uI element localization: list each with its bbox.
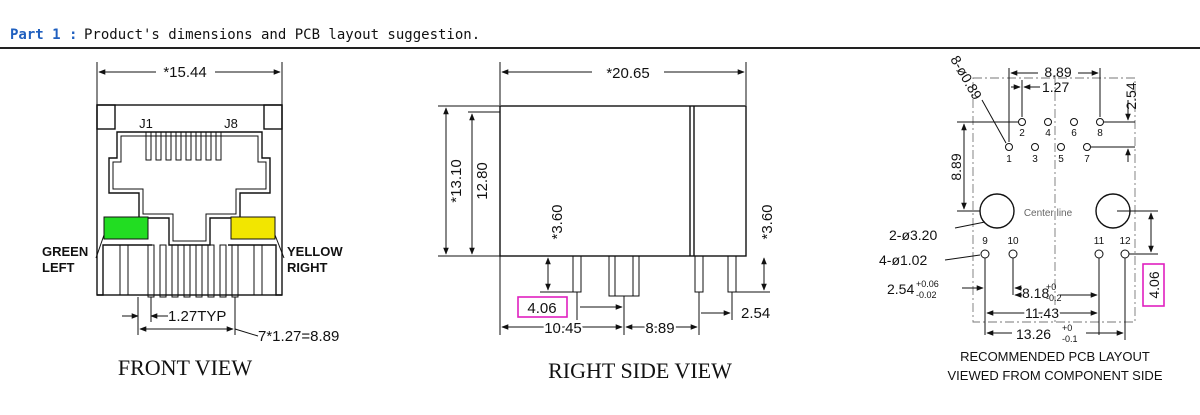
led-left-position: LEFT (42, 260, 75, 275)
pcb-top-pitch: 1.27 (1042, 79, 1069, 95)
corner-tab (263, 104, 283, 130)
jack-side-body (499, 105, 747, 257)
side-height-inner: 12.80 (474, 162, 491, 200)
leader-line (234, 328, 259, 337)
front-width-dim: *15.44 (163, 64, 206, 81)
side-boxed-dim: 4.06 (527, 300, 556, 317)
front-view: *15.44 J1 J8 (42, 62, 343, 380)
dim-8-89: 8.89 (645, 320, 674, 337)
pcb-caption-line1: RECOMMENDED PCB LAYOUT (960, 349, 1150, 364)
led-right-label: YELLOW (287, 244, 343, 259)
pcb-left-height: 8.89 (948, 153, 964, 180)
dim-10-45: 10.45 (544, 320, 582, 337)
pin-4: 4 (1045, 128, 1051, 139)
part-label: Part 1 : (10, 27, 78, 43)
center-line-label: Center line (1024, 208, 1073, 219)
pin-12: 12 (1119, 236, 1131, 247)
shield-hole (1008, 249, 1018, 259)
dim-13-26: 13.26 (1016, 326, 1051, 342)
page-header: Part 1 : Product's dimensions and PCB la… (0, 0, 1200, 50)
page-title: Product's dimensions and PCB layout sugg… (84, 27, 481, 43)
header-divider (0, 47, 1200, 49)
dim-2-54: 2.54 (741, 305, 770, 322)
leader-line (944, 254, 981, 261)
pin-len-left: *3.60 (549, 204, 566, 239)
highlight-box (1142, 263, 1165, 307)
shield-hole (1094, 249, 1104, 259)
pin-7: 7 (1084, 154, 1090, 165)
yellow-led (230, 216, 276, 240)
dim-8-18-upper: +0 (1046, 282, 1056, 292)
contact-pins (145, 131, 222, 161)
pcb-caption-line2: VIEWED FROM COMPONENT SIDE (948, 368, 1163, 383)
dim-8-18: 8.18 (1022, 285, 1049, 301)
pcb-top-width: 8.89 (1044, 64, 1071, 80)
pin-1: 1 (1006, 154, 1012, 165)
side-view-caption: RIGHT SIDE VIEW (548, 358, 732, 383)
pcb-boxed-dim: 4.06 (1146, 271, 1162, 298)
pin-9: 9 (982, 236, 988, 247)
front-view-caption: FRONT VIEW (118, 355, 252, 380)
dim-2-54-tol: 2.54 (887, 281, 914, 297)
dim-2-54-upper: +0.06 (916, 279, 939, 289)
pin-8: 8 (1097, 128, 1103, 139)
pcb-right-pitch: 2.54 (1123, 82, 1139, 109)
shield-hole-spec: 4-ø1.02 (879, 252, 927, 268)
side-height-outer: *13.10 (448, 159, 465, 202)
side-length-dim: *20.65 (606, 65, 649, 82)
green-led (103, 216, 149, 240)
bottom-pins (119, 244, 263, 298)
highlight-box (517, 296, 568, 318)
dim-13-26-lower: -0.1 (1062, 334, 1078, 344)
pin-6: 6 (1071, 128, 1077, 139)
dim-8-18-lower: -0.2 (1046, 293, 1062, 303)
mounting-hole (979, 193, 1015, 229)
span-dim: 7*1.27=8.89 (258, 328, 339, 345)
shield-hole (980, 249, 990, 259)
dim-2-54-lower: -0.02 (916, 290, 937, 300)
leader-line (954, 221, 986, 229)
leader-line (95, 234, 105, 259)
pitch-dim: 1.27TYP (168, 308, 226, 325)
dim-11-43: 11.43 (1025, 305, 1059, 321)
shield-hole (1120, 249, 1130, 259)
corner-tab (96, 104, 116, 130)
pin-10: 10 (1007, 236, 1019, 247)
rj45-opening-inner (112, 135, 267, 242)
pin-2: 2 (1019, 128, 1025, 139)
big-hole-spec: 2-ø3.20 (889, 227, 937, 243)
pcb-layout: Center line 1 2 3 4 5 6 7 8 9 10 11 12 (879, 53, 1165, 383)
signal-holes (1005, 118, 1104, 151)
led-right-position: RIGHT (287, 260, 328, 275)
technical-drawing: *15.44 J1 J8 (42, 53, 1165, 383)
pcb-outline (972, 77, 1136, 323)
pin-label-j1: J1 (139, 116, 153, 131)
pin-3: 3 (1032, 154, 1038, 165)
leader-line (274, 234, 285, 259)
pin-5: 5 (1058, 154, 1064, 165)
dim-13-26-upper: +0 (1062, 323, 1072, 333)
pin-len-right: *3.60 (759, 204, 776, 239)
right-side-view: *20.65 *13.10 12.80 *3.60 *3.60 (438, 62, 776, 383)
led-left-label: GREEN (42, 244, 88, 259)
side-pins (572, 255, 737, 297)
pin-11: 11 (1094, 236, 1105, 247)
pin-label-j8: J8 (224, 116, 238, 131)
